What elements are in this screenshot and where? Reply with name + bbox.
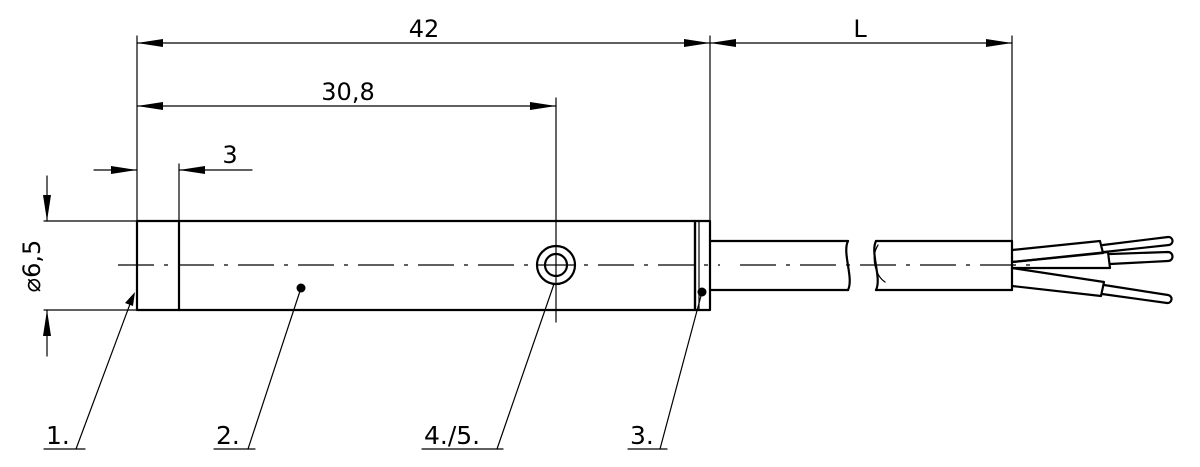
dimension-overall-length: 42 — [136, 15, 711, 47]
callout-3-label: 3. — [630, 421, 654, 450]
callout-45: 4./5. — [421, 283, 555, 450]
callout-1-label: 1. — [46, 421, 70, 450]
dim-3-label: 3 — [222, 141, 237, 169]
callout-2: 2. — [213, 287, 302, 450]
callout-45-label: 4./5. — [424, 421, 480, 450]
callout-1: 1. — [43, 292, 135, 450]
callout-2-label: 2. — [216, 421, 240, 450]
dim-30-8-label: 30,8 — [321, 78, 374, 106]
dimension-hole-offset: 30,8 — [136, 78, 557, 110]
dimension-diameter: ⌀6,5 — [18, 175, 51, 357]
dim-l-label: L — [853, 15, 867, 43]
extension-lines — [43, 35, 1013, 311]
wire-ends — [1010, 235, 1174, 305]
led-window — [535, 204, 577, 323]
dim-42-label: 42 — [409, 15, 440, 43]
dimension-front-cap: 3 — [93, 141, 253, 174]
dim-diameter-label: ⌀6,5 — [18, 240, 46, 293]
dimension-cable-length: L — [709, 15, 1013, 47]
cable — [708, 239, 1014, 292]
callout-3: 3. — [627, 291, 703, 450]
